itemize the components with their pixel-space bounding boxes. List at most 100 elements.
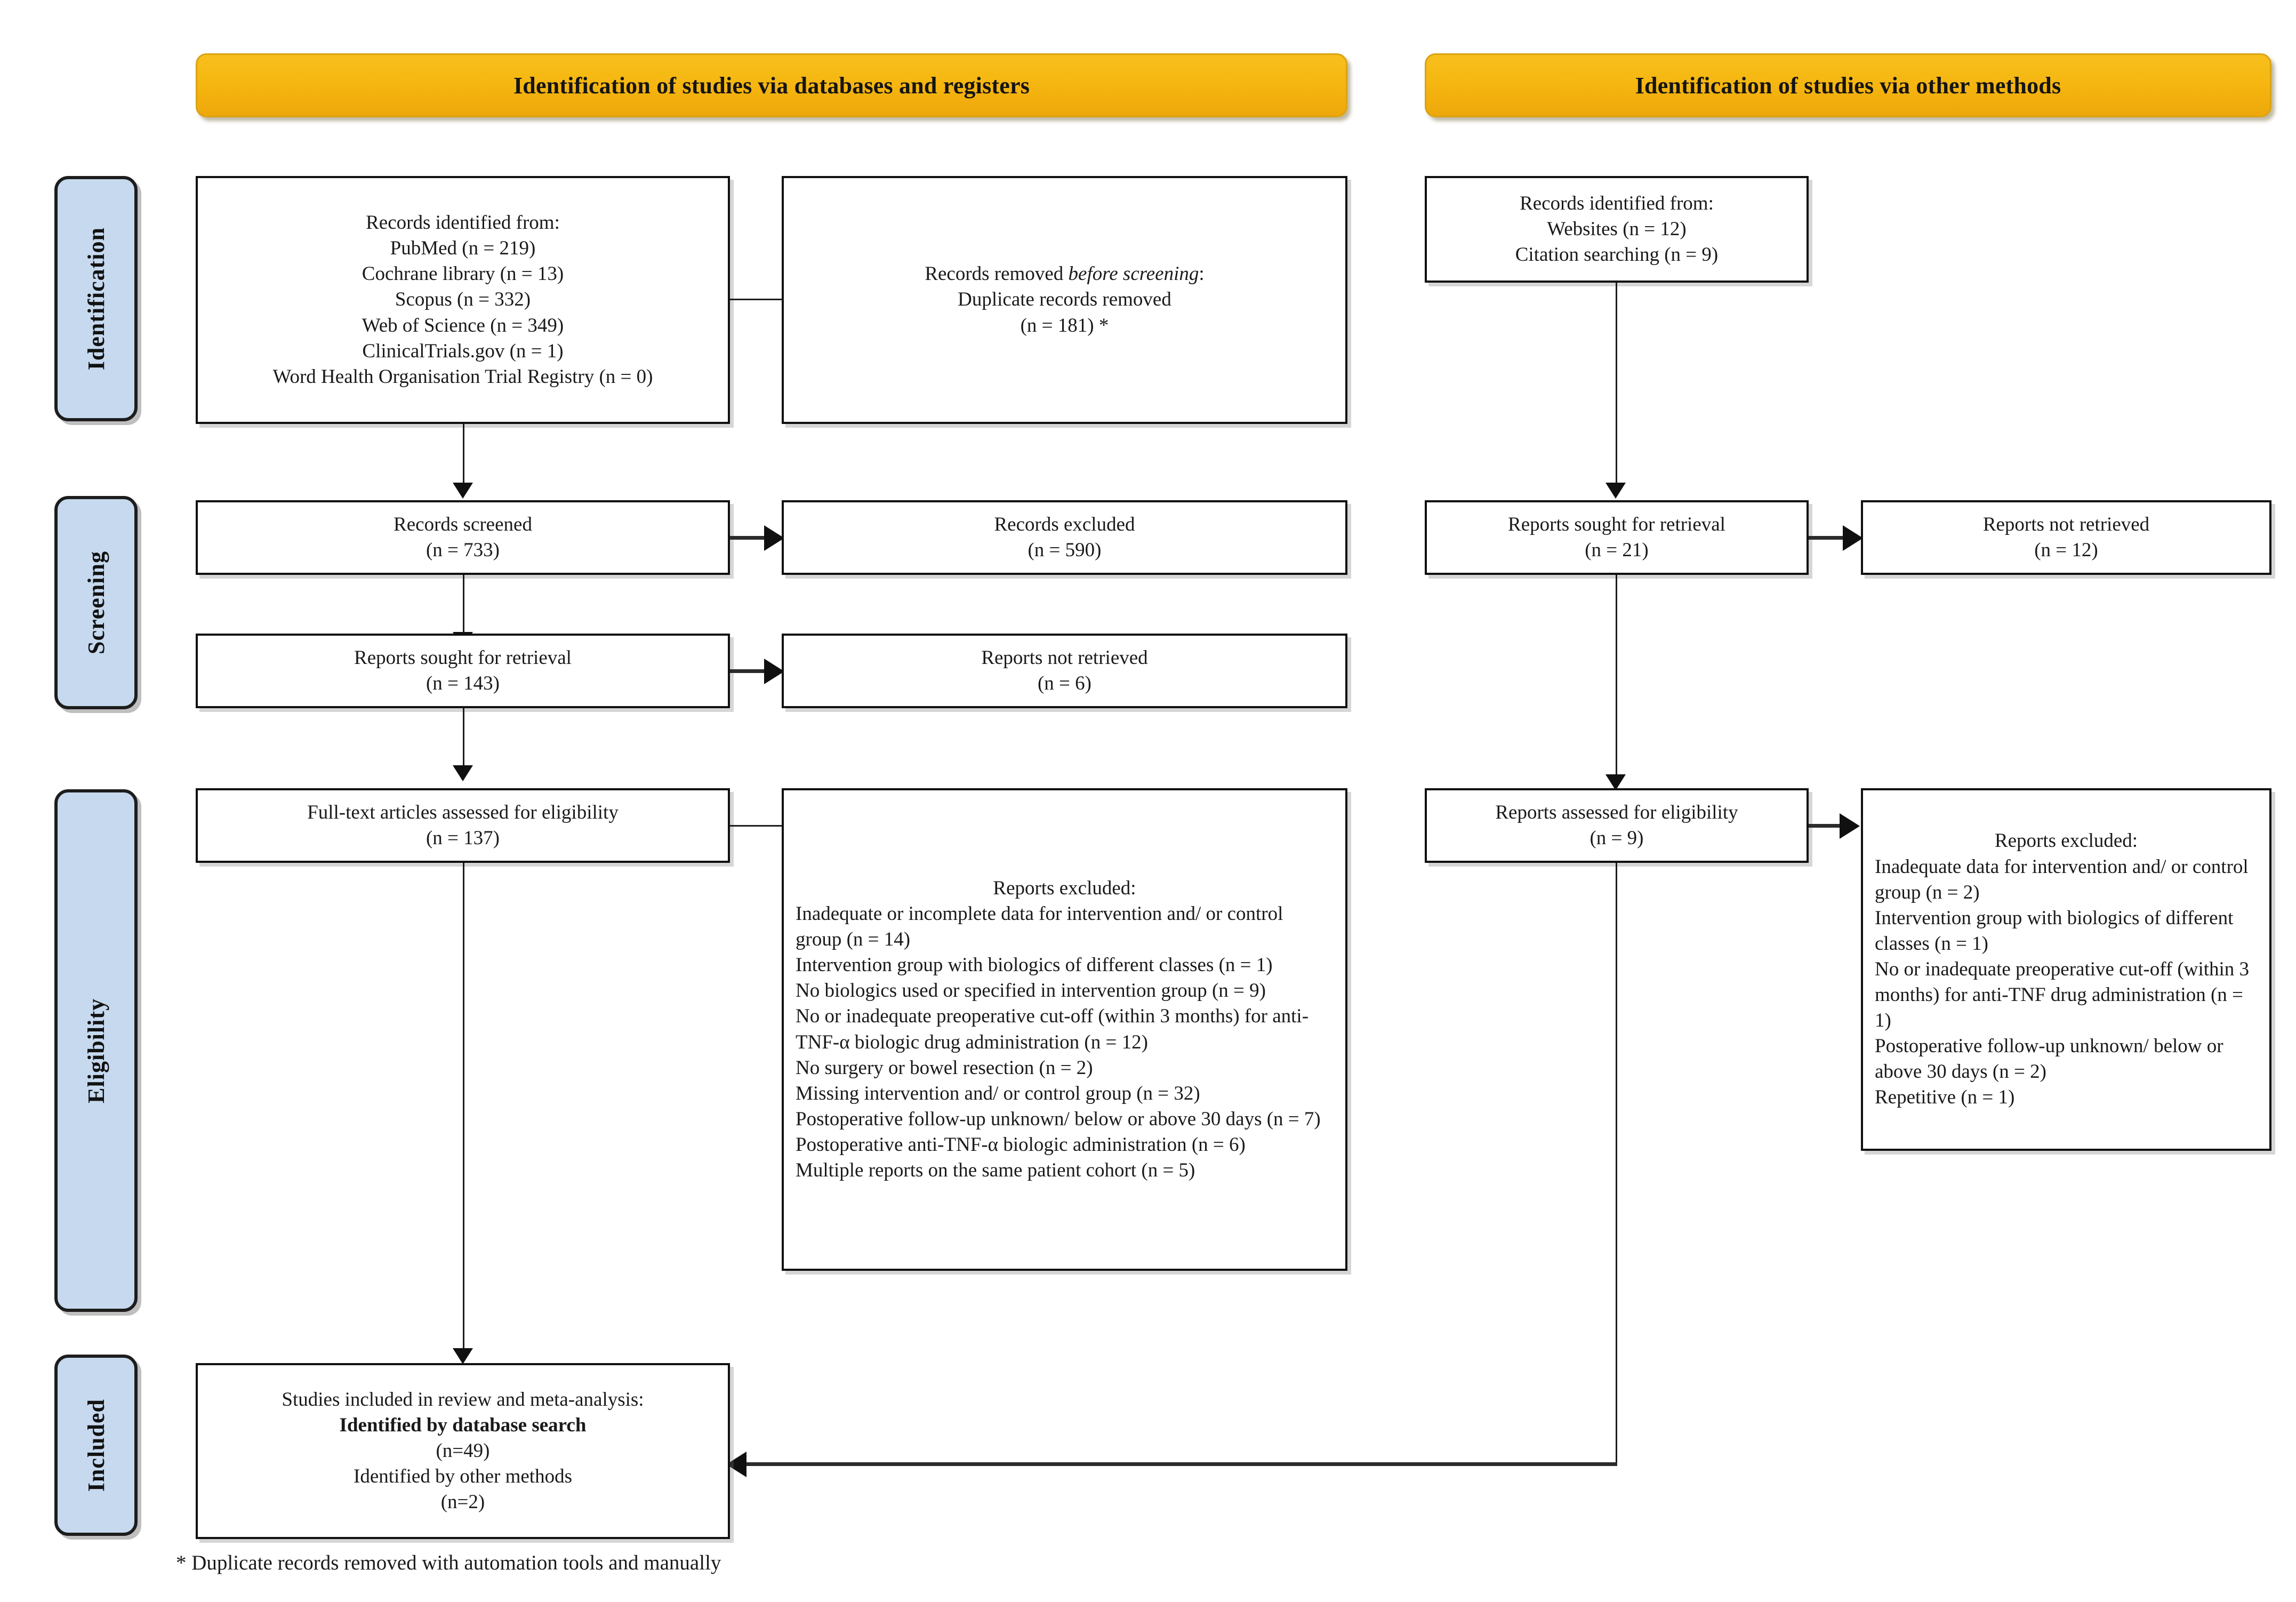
footnote-duplicate-records: * Duplicate records removed with automat… (176, 1551, 721, 1574)
box-reports-sought-databases: Reports sought for retrieval (n = 143) (196, 634, 730, 708)
other-exclusion-reason-followup-unknown: Postoperative follow-up unknown/ below o… (1875, 1035, 2228, 1083)
phase-label-included: Included (54, 1355, 138, 1536)
reports-sought-count: (n = 143) (426, 672, 500, 694)
phase-label-screening-text: Screening (83, 551, 109, 654)
box-reports-excluded-databases: Reports excluded: Inadequate or incomple… (782, 788, 1347, 1271)
included-other-methods-label: Identified by other methods (354, 1465, 572, 1488)
source-scopus: Scopus (n = 332) (395, 289, 531, 311)
other-reports-assessed-count: (n = 9) (1589, 827, 1644, 849)
source-cochrane: Cochrane library (n = 13) (362, 263, 564, 285)
phase-label-included-text: Included (83, 1398, 109, 1492)
reports-sought-label: Reports sought for retrieval (354, 646, 572, 669)
arrow-identified-to-screened (453, 483, 473, 499)
other-source-citation-searching: Citation searching (n = 9) (1515, 244, 1719, 266)
other-reports-sought-count: (n = 21) (1585, 539, 1649, 561)
connector-identified-to-screened (463, 424, 464, 483)
source-pubmed: PubMed (n = 219) (390, 237, 536, 260)
records-removed-duplicates: Duplicate records removed (958, 289, 1171, 311)
phase-label-eligibility-text: Eligibility (83, 998, 109, 1103)
reports-not-retrieved-label: Reports not retrieved (981, 646, 1148, 669)
connector-other-assessed-to-excluded (1809, 824, 1842, 828)
exclusion-reason-multiple-reports: Multiple reports on the same patient coh… (796, 1159, 1195, 1181)
box-reports-sought-other: Reports sought for retrieval (n = 21) (1425, 500, 1809, 575)
header-databases-registers-label: Identification of studies via databases … (513, 72, 1030, 99)
connector-fulltext-to-excluded (730, 825, 783, 827)
records-screened-count: (n = 733) (426, 539, 500, 561)
records-screened-label: Records screened (394, 513, 532, 535)
box-records-removed-before-screening: Records removed before screening: Duplic… (782, 176, 1347, 424)
records-excluded-label: Records excluded (994, 513, 1135, 535)
source-web-of-science: Web of Science (n = 349) (362, 314, 564, 337)
arrow-sought-to-not-retrieved (764, 659, 784, 684)
connector-screened-to-sought (463, 575, 464, 644)
box-reports-not-retrieved-other: Reports not retrieved (n = 12) (1861, 500, 2271, 575)
other-reports-sought-label: Reports sought for retrieval (1508, 513, 1725, 535)
box-records-identified-databases: Records identified from: PubMed (n = 219… (196, 176, 730, 424)
phase-label-identification: Identification (54, 176, 138, 421)
arrow-other-identified-to-sought (1605, 483, 1626, 499)
connector-fulltext-to-included (463, 863, 464, 1359)
arrow-sought-to-fulltext (453, 765, 473, 781)
phase-label-identification-text: Identification (83, 227, 109, 371)
arrow-other-sought-to-not-retrieved (1843, 525, 1863, 551)
records-identified-heading: Records identified from: (366, 212, 560, 234)
reports-not-retrieved-count: (n = 6) (1037, 672, 1091, 694)
box-records-screened: Records screened (n = 733) (196, 500, 730, 575)
included-database-search-count: (n=49) (436, 1439, 490, 1462)
box-reports-assessed-other: Reports assessed for eligibility (n = 9) (1425, 788, 1809, 863)
exclusion-reason-different-biologic-classes: Intervention group with biologics of dif… (796, 954, 1273, 976)
other-records-identified-heading: Records identified from: (1520, 192, 1714, 214)
exclusion-reason-postoperative-antitnf: Postoperative anti-TNF-α biologic admini… (796, 1133, 1246, 1156)
arrow-fulltext-to-included (453, 1348, 473, 1364)
box-fulltext-assessed: Full-text articles assessed for eligibil… (196, 788, 730, 863)
box-reports-not-retrieved-databases: Reports not retrieved (n = 6) (782, 634, 1347, 708)
phase-label-screening: Screening (54, 496, 138, 709)
header-other-methods: Identification of studies via other meth… (1425, 53, 2271, 117)
box-reports-excluded-other: Reports excluded: Inadequate data for in… (1861, 788, 2271, 1151)
connector-identified-to-removed (730, 299, 783, 300)
exclusion-reason-preoperative-cutoff: No or inadequate preoperative cut-off (w… (796, 1005, 1309, 1053)
connector-other-sought-to-assessed (1616, 575, 1617, 778)
records-excluded-count: (n = 590) (1027, 539, 1102, 561)
phase-label-eligibility: Eligibility (54, 789, 138, 1312)
other-reports-assessed-label: Reports assessed for eligibility (1495, 801, 1738, 823)
connector-other-sought-to-not-retrieved (1809, 536, 1845, 540)
connector-other-identified-to-sought (1616, 283, 1617, 483)
header-databases-registers: Identification of studies via databases … (196, 53, 1347, 117)
arrow-other-sought-to-assessed (1605, 774, 1626, 790)
box-records-excluded: Records excluded (n = 590) (782, 500, 1347, 575)
connector-screened-to-excluded (730, 536, 766, 540)
header-other-methods-label: Identification of studies via other meth… (1635, 72, 2061, 99)
records-removed-heading: Records removed before screening: (925, 263, 1205, 285)
included-heading: Studies included in review and meta-anal… (282, 1388, 644, 1411)
connector-sought-to-fulltext (463, 708, 464, 778)
other-exclusion-reason-preoperative-cutoff: No or inadequate preoperative cut-off (w… (1875, 958, 2254, 1032)
exclusion-reason-followup-unknown: Postoperative follow-up unknown/ below o… (796, 1108, 1321, 1130)
other-exclusion-reason-inadequate-data: Inadequate data for intervention and/ or… (1875, 855, 2253, 903)
fulltext-assessed-count: (n = 137) (426, 827, 500, 849)
connector-sought-to-not-retrieved (730, 669, 766, 673)
included-database-search-label: Identified by database search (339, 1414, 587, 1436)
exclusion-reason-missing-groups: Missing intervention and/ or control gro… (796, 1082, 1200, 1104)
exclusion-reason-inadequate-data: Inadequate or incomplete data for interv… (796, 903, 1288, 951)
connector-other-assessed-to-included-vertical (1616, 863, 1617, 1464)
other-exclusion-reason-repetitive: Repetitive (n = 1) (1875, 1086, 2015, 1109)
included-other-methods-count: (n=2) (440, 1491, 485, 1513)
connector-other-to-included-horizontal (746, 1462, 1617, 1466)
exclusion-reason-no-surgery: No surgery or bowel resection (n = 2) (796, 1056, 1093, 1079)
exclusion-reason-no-biologics: No biologics used or specified in interv… (796, 980, 1266, 1002)
source-clinicaltrials: ClinicalTrials.gov (n = 1) (362, 340, 564, 362)
other-source-websites: Websites (n = 12) (1547, 218, 1687, 240)
other-exclusion-reason-different-biologic-classes: Intervention group with biologics of dif… (1875, 907, 2238, 955)
records-removed-count: (n = 181) * (1020, 314, 1109, 337)
other-reports-not-retrieved-count: (n = 12) (2034, 539, 2098, 561)
other-reports-excluded-heading: Reports excluded: (1994, 830, 2138, 852)
source-who-registry: Word Health Organisation Trial Registry … (272, 365, 653, 388)
arrow-other-assessed-to-excluded (1840, 813, 1860, 839)
box-records-identified-other: Records identified from: Websites (n = 1… (1425, 176, 1809, 283)
reports-excluded-heading: Reports excluded: (993, 877, 1136, 899)
other-reports-not-retrieved-label: Reports not retrieved (1982, 513, 2150, 535)
fulltext-assessed-label: Full-text articles assessed for eligibil… (307, 801, 619, 823)
arrow-screened-to-excluded (764, 525, 784, 551)
